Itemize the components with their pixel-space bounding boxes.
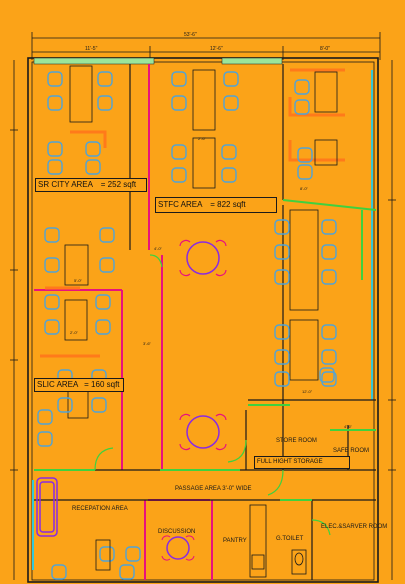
chair xyxy=(274,269,290,285)
seg1-dim: 11'-5" xyxy=(85,46,98,52)
top-dimension-lines xyxy=(31,32,381,60)
magenta-partitions xyxy=(34,64,213,580)
seg3-dim: 8'-0" xyxy=(320,46,330,52)
chair xyxy=(221,167,237,183)
chair xyxy=(221,144,237,160)
chair xyxy=(171,71,187,87)
chair xyxy=(97,95,113,111)
chair xyxy=(321,219,337,235)
overall-width-dim: 53'-6" xyxy=(184,32,197,38)
chair xyxy=(47,159,63,175)
reception-label: RECEPATION AREA xyxy=(72,506,128,512)
chair xyxy=(95,294,111,310)
stfc-area-value: = 822 sqft xyxy=(210,200,246,209)
toilet-label: G.TOILET xyxy=(276,536,304,542)
chair xyxy=(321,269,337,285)
sr-city-area-label: SR CITY AREA = 252 sqft xyxy=(35,178,147,192)
chair xyxy=(321,244,337,260)
chair xyxy=(44,294,60,310)
chair xyxy=(294,99,310,115)
full-height-storage-label: FULL HIGHT STORAGE xyxy=(254,456,350,469)
discussion-label: DISCUSSION xyxy=(158,529,195,535)
chair xyxy=(119,564,135,580)
store-room-label: STORE ROOM xyxy=(276,438,317,444)
dim-label-1: 5'-0" xyxy=(74,278,83,283)
elec-server-label: ELEC.&SARVER ROOM xyxy=(321,524,387,530)
slic-area-label: SLIC AREA = 160 sqft xyxy=(34,378,124,392)
dim-label-7: 8'-0" xyxy=(300,186,309,191)
chair xyxy=(95,319,111,335)
passage-label: PASSAGE AREA 3'-0" WIDE xyxy=(175,486,252,492)
chair xyxy=(51,564,67,580)
chair xyxy=(274,244,290,260)
chair xyxy=(223,71,239,87)
chair xyxy=(171,95,187,111)
dim-label-8: 4'-6" xyxy=(344,424,353,429)
chair xyxy=(37,431,53,447)
chair xyxy=(47,95,63,111)
chair xyxy=(37,409,53,425)
stfc-area-label: STFC AREA = 822 sqft xyxy=(155,197,277,213)
pantry-label: PANTRY xyxy=(223,538,247,544)
chair xyxy=(47,71,63,87)
chair xyxy=(274,371,290,387)
dim-label-6: 12'-0" xyxy=(302,389,313,394)
chair xyxy=(57,397,73,413)
chair xyxy=(99,227,115,243)
top-window-strip-right xyxy=(221,57,283,65)
door-swings xyxy=(94,254,331,536)
chair xyxy=(171,144,187,160)
chair xyxy=(91,397,107,413)
meeting-table-bottom xyxy=(179,413,227,451)
chair xyxy=(274,219,290,235)
chair xyxy=(321,324,337,340)
toilet-fixtures xyxy=(291,549,307,575)
chair xyxy=(319,367,335,383)
chair xyxy=(294,79,310,95)
top-window-strip xyxy=(33,57,155,65)
slic-area-name: SLIC AREA xyxy=(37,380,78,389)
chair xyxy=(125,546,141,562)
sr-city-area-name: SR CITY AREA xyxy=(38,180,93,189)
reception-sofa xyxy=(36,477,58,537)
side-dimension-lines xyxy=(10,60,396,580)
chair xyxy=(321,349,337,365)
chair xyxy=(171,167,187,183)
slic-area-value: = 160 sqft xyxy=(84,380,120,389)
chair xyxy=(44,227,60,243)
full-height-storage-text: FULL HIGHT STORAGE xyxy=(257,459,323,465)
chair xyxy=(274,324,290,340)
chair xyxy=(47,141,63,157)
sr-city-area-value: = 252 sqft xyxy=(100,180,137,189)
dim-label-3: 3'-6" xyxy=(143,341,152,346)
outer-walls xyxy=(27,57,379,583)
chair xyxy=(44,257,60,273)
chair xyxy=(297,164,313,180)
chair xyxy=(85,159,101,175)
chairs xyxy=(37,71,337,580)
chair xyxy=(44,319,60,335)
meeting-table-top xyxy=(179,239,227,277)
discussion-table xyxy=(161,535,195,561)
chair xyxy=(274,349,290,365)
chair xyxy=(97,71,113,87)
seg2-dim: 12'-6" xyxy=(210,46,223,52)
orange-counters xyxy=(40,68,345,358)
chair xyxy=(297,147,313,163)
chair xyxy=(321,371,337,387)
dim-label-2: 2'-0" xyxy=(70,330,79,335)
pantry-fixtures xyxy=(249,504,267,578)
chair xyxy=(99,257,115,273)
dim-label-5: 2'-6" xyxy=(198,136,207,141)
chair xyxy=(223,95,239,111)
dim-label-4: 4'-0" xyxy=(154,246,163,251)
green-partitions xyxy=(34,199,377,501)
chair xyxy=(85,141,101,157)
stfc-area-name: STFC AREA xyxy=(158,200,203,209)
reception-desk xyxy=(95,539,111,571)
dark-partitions xyxy=(34,64,376,580)
safe-room-label: SAFE ROOM xyxy=(333,448,369,454)
chair xyxy=(99,546,115,562)
